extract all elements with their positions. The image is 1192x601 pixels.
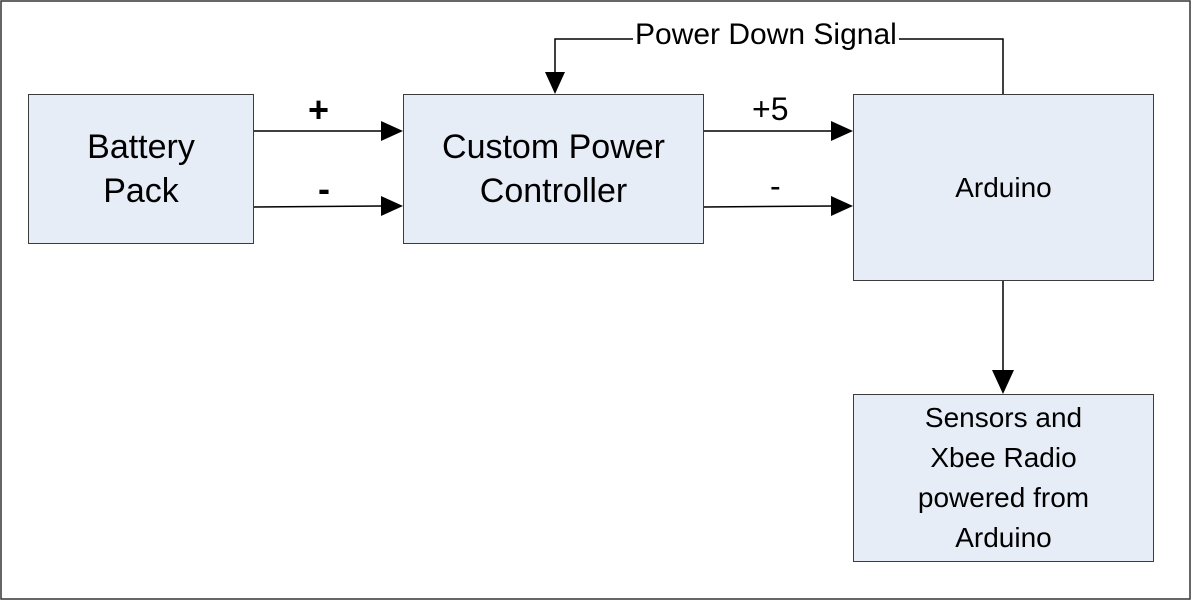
arduino-block: Arduino [853,94,1154,281]
controller-positive-label: +5 [752,91,789,127]
sensors-label-line2: Xbee Radio [930,442,1077,473]
sensors-label-line3: powered from [917,482,1090,513]
wire-arduino-to-sensors [992,281,1014,394]
power-down-signal-label: Power Down Signal [633,18,899,52]
wire-controller-negative [703,196,853,216]
arrow-right-icon [831,196,853,216]
power-controller-block: Custom Power Controller [403,94,704,244]
battery-label-line2: Pack [103,172,179,210]
sensors-block: Sensors and Xbee Radio powered from Ardu… [853,394,1154,562]
wire-battery-positive [254,121,403,141]
arrow-right-icon [381,196,403,216]
sensors-label-line1: Sensors and [924,402,1083,433]
arrow-down-icon [545,72,565,94]
battery-positive-label: + [308,89,330,130]
battery-pack-block: Battery Pack [28,94,254,244]
controller-label-line2: Controller [479,172,628,210]
controller-negative-label: - [770,168,781,204]
wire-controller-positive [704,121,853,141]
battery-negative-label: - [318,168,330,209]
controller-label-line1: Custom Power [442,128,665,166]
sensors-label-line4: Arduino [955,522,1052,553]
wire-battery-negative [253,196,403,216]
battery-label-line1: Battery [87,128,195,166]
arrow-right-icon [831,121,853,141]
arrow-right-icon [381,121,403,141]
arduino-label: Arduino [955,171,1052,203]
arrow-down-icon [992,370,1014,394]
